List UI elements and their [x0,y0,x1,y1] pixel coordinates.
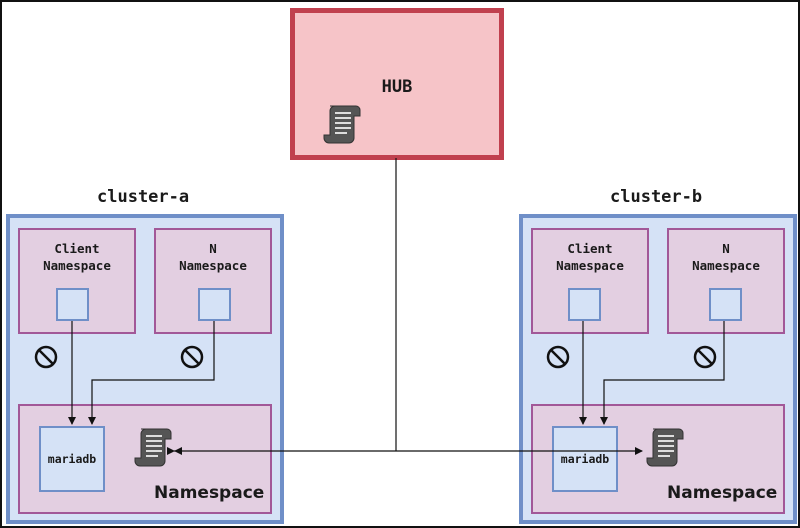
mariadb-pod-b: mariadb [552,426,618,492]
client-namespace-b-line2: Namespace [556,258,624,273]
db-namespace-a-label: Namespace [154,483,265,503]
mariadb-pod-a: mariadb [39,426,105,492]
n-namespace-a-line2: Namespace [179,258,247,273]
n-pod-b [709,288,742,321]
client-namespace-a-line2: Namespace [43,258,111,273]
n-pod-a [198,288,231,321]
cluster-a-label: cluster-a [97,187,190,207]
n-namespace-b-line2: Namespace [692,258,760,273]
n-namespace-a-line1: N [209,241,217,256]
client-namespace-b-line1: Client [567,241,613,256]
db-namespace-b-label: Namespace [667,483,778,503]
cluster-b-label: cluster-b [610,187,703,207]
client-namespace-a-line1: Client [54,241,100,256]
n-namespace-b-line1: N [722,241,730,256]
client-pod-b [568,288,601,321]
hub-title: HUB [381,77,413,97]
hub-box: HUB [290,8,504,160]
client-pod-a [56,288,89,321]
